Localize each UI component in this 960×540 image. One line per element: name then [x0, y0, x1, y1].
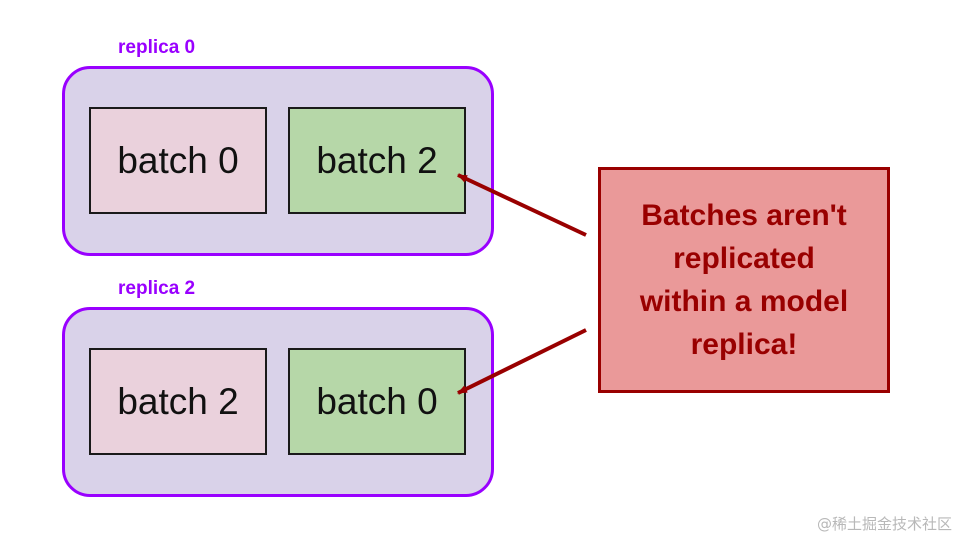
- replica-2-batch-0: batch 2: [89, 348, 267, 455]
- note-text: Batches aren't replicated within a model…: [640, 194, 848, 366]
- replica-2-label: replica 2: [118, 278, 196, 299]
- note-line: replica!: [690, 328, 798, 361]
- note-line: Batches aren't: [641, 199, 847, 232]
- replica-0-batch-0: batch 0: [89, 107, 267, 214]
- arrow-to-replica-0-batch: [457, 173, 587, 237]
- note-box: Batches aren't replicated within a model…: [598, 167, 890, 393]
- replica-0-label: replica 0: [118, 37, 196, 58]
- replica-2-batch-1: batch 0: [288, 348, 466, 455]
- note-line: replicated: [673, 242, 815, 275]
- arrow-to-replica-2-batch: [457, 328, 587, 395]
- note-line: within a model: [639, 285, 849, 318]
- watermark: @稀土掘金技术社区: [816, 515, 952, 533]
- replica-0-batch-1: batch 2: [288, 107, 466, 214]
